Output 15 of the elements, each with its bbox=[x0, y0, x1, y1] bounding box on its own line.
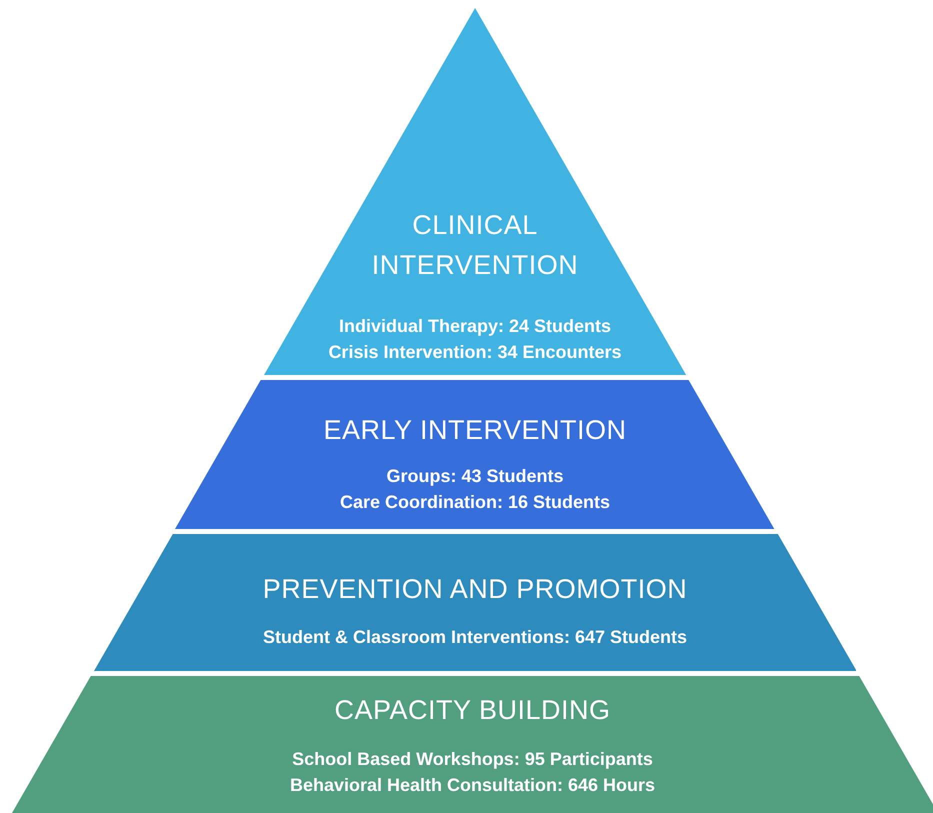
tier-detail: Behavioral Health Consultation: 646 Hours bbox=[288, 774, 656, 797]
pyramid-tier bbox=[94, 534, 856, 671]
tier-detail: Groups: 43 Students bbox=[385, 465, 564, 488]
pyramid-tier bbox=[12, 676, 933, 813]
tier-detail: Student & Classroom Interventions: 647 Students bbox=[262, 626, 688, 649]
tier-heading: CLINICAL INTERVENTION bbox=[370, 209, 580, 282]
tier-heading: EARLY INTERVENTION bbox=[322, 414, 628, 447]
tier-detail: School Based Workshops: 95 Participants bbox=[291, 748, 654, 771]
tier-heading: CAPACITY BUILDING bbox=[333, 694, 612, 727]
tier-heading: PREVENTION AND PROMOTION bbox=[262, 573, 688, 606]
tier-detail: Care Coordination: 16 Students bbox=[338, 491, 611, 514]
tier-detail: Crisis Intervention: 34 Encounters bbox=[327, 341, 623, 364]
pyramid-top-triangle bbox=[264, 8, 686, 375]
pyramid-tier bbox=[175, 380, 775, 529]
tier-detail: Individual Therapy: 24 Students bbox=[338, 315, 612, 338]
